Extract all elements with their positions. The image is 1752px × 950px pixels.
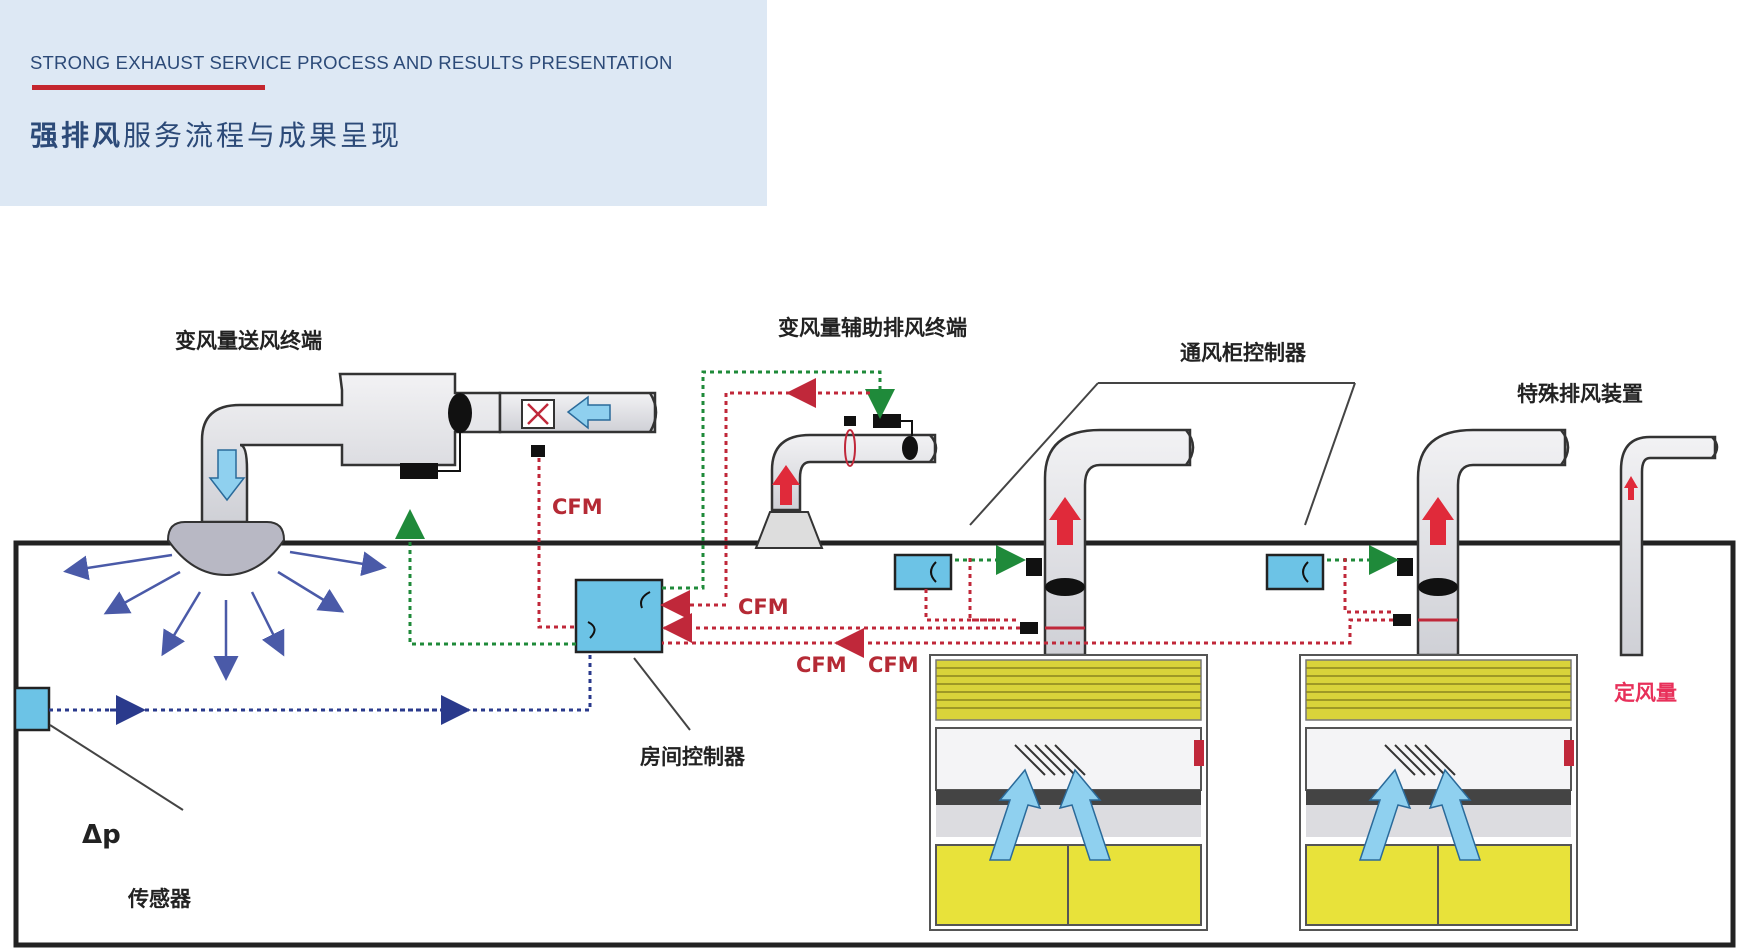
cfm-label-2: CFM <box>738 595 789 619</box>
label-special-exhaust: 特殊排风装置 <box>1517 382 1643 406</box>
label-delta-p: Δp <box>82 820 121 850</box>
leader-lines <box>49 382 1356 811</box>
label-room-controller: 房间控制器 <box>640 745 746 769</box>
fume-hood-2 <box>1299 654 1578 931</box>
hood-1-duct <box>1020 428 1195 657</box>
label-supply-terminal: 变风量送风终端 <box>175 329 322 353</box>
header-panel: STRONG EXHAUST SERVICE PROCESS AND RESUL… <box>0 0 767 206</box>
supply-duct <box>166 372 658 577</box>
hood-controller-1-box <box>893 553 953 591</box>
cfm-label-4: CFM <box>868 653 919 677</box>
red-signal-lines <box>537 378 1393 658</box>
special-exhaust-duct <box>1619 435 1719 657</box>
chinese-title: 强排风服务流程与成果呈现 <box>30 114 402 154</box>
sensor-signal-line <box>49 652 592 725</box>
label-constant-volume: 定风量 <box>1614 681 1677 705</box>
chinese-title-rest: 服务流程与成果呈现 <box>123 119 403 152</box>
label-hood-controller: 通风柜控制器 <box>1180 341 1307 365</box>
label-sensor: 传感器 <box>127 887 192 911</box>
aux-exhaust-duct <box>754 414 938 549</box>
red-accent-bar <box>32 85 265 90</box>
cfm-label-1: CFM <box>552 495 603 519</box>
room-outline <box>13 540 1736 948</box>
hood-2-duct <box>1393 428 1570 657</box>
sensor-box <box>13 686 51 732</box>
chinese-title-bold: 强排风 <box>30 119 124 152</box>
diffuser-airflow-arrows <box>63 550 387 681</box>
cfm-label-3: CFM <box>796 653 847 677</box>
fume-hood-1 <box>929 654 1208 931</box>
room-controller-box <box>574 578 664 654</box>
label-aux-exhaust-terminal: 变风量辅助排风终端 <box>778 316 967 340</box>
hood-controller-2-box <box>1265 553 1325 591</box>
english-title: STRONG EXHAUST SERVICE PROCESS AND RESUL… <box>30 52 673 73</box>
green-signal-lines <box>395 370 1399 646</box>
